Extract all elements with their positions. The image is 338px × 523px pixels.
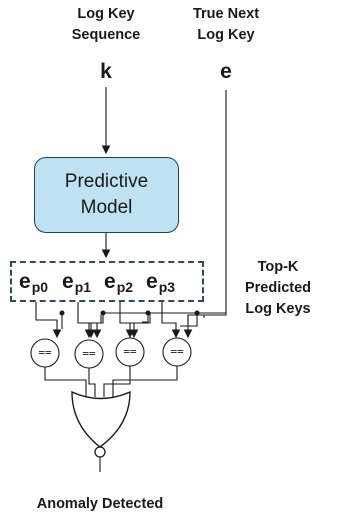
nor-gate [71, 390, 131, 448]
target-label: True Next Log Key [192, 6, 260, 43]
comparator-1-label: == [82, 347, 96, 360]
input-label: Log Key Sequence [71, 6, 141, 43]
comparator-3 [162, 337, 192, 367]
comparator-2-label: == [123, 345, 137, 358]
comparator-2 [115, 337, 145, 367]
anomaly-detected-label: Anomaly Detected [36, 496, 164, 512]
predictive-model-box: Predictive Model [34, 157, 179, 233]
wire-c2-out [103, 366, 131, 397]
target-symbol: e [220, 60, 232, 83]
model-line-1: Predictive [64, 171, 149, 192]
comparator-0 [30, 338, 60, 368]
model-line-2: Model [80, 197, 133, 218]
wire-ep1 [77, 302, 96, 339]
comparator-3-label: == [170, 345, 184, 358]
nor-bubble [94, 446, 106, 458]
topk-label: Top-K Predicted Log Keys [244, 259, 312, 317]
prediction-ep2: ep2 [104, 270, 134, 295]
input-symbol: k [100, 60, 112, 83]
junction-dots [59, 310, 200, 316]
wire-ep0 [35, 302, 62, 339]
wire-c3-out [112, 366, 178, 397]
prediction-ep0: ep0 [19, 270, 49, 295]
wire-c0-out [44, 366, 87, 397]
comparator-0-label: == [38, 346, 52, 359]
comparator-1 [74, 339, 104, 369]
topk-box [10, 261, 204, 302]
wire-c1-out [88, 368, 96, 397]
prediction-ep3: ep3 [146, 270, 176, 295]
prediction-ep1: ep1 [62, 270, 92, 295]
